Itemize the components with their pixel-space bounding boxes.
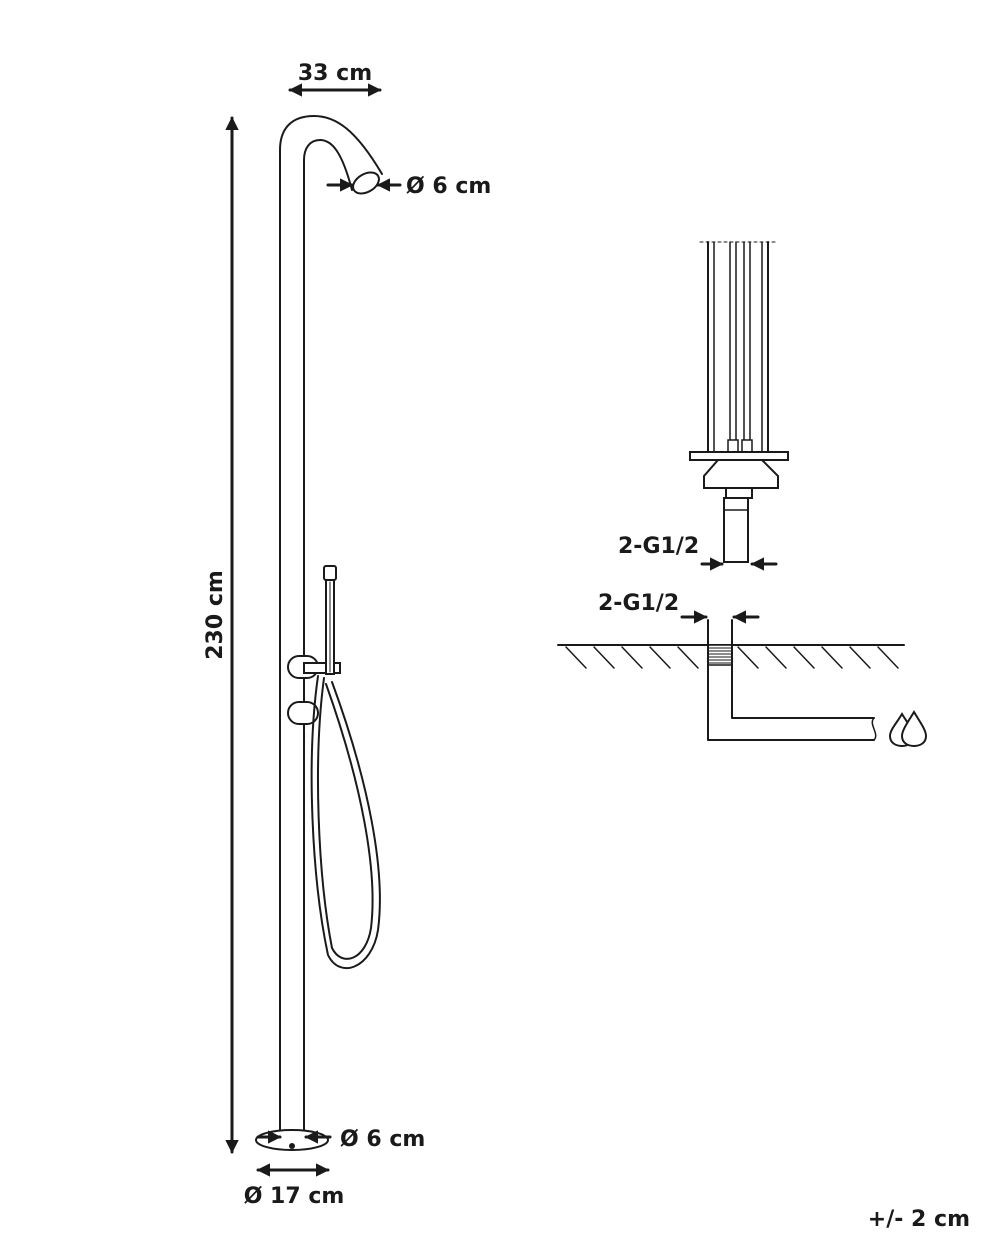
lower-knob [287,701,319,725]
pipe-diameter-label: Ø 6 cm [340,1127,425,1152]
mixer-knobs [287,655,341,725]
hose [310,675,381,970]
tolerance-label: +/- 2 cm [868,1207,970,1232]
spout-length-label: 33 cm [298,61,372,86]
upper-connection-label: 2-G1/2 [618,534,699,559]
pipe-outline [279,115,383,1141]
water-drops-icon [888,710,928,748]
hand-shower [323,565,337,675]
ground-hatching [565,646,899,669]
head-diameter-label: Ø 6 cm [406,174,491,199]
shower-head [352,171,380,195]
total-height-label: 230 cm [203,570,228,660]
hand-shower-head [323,565,337,581]
hose-connector [303,662,341,674]
base-diameter-label: Ø 17 cm [244,1184,345,1209]
lower-connection-label: 2-G1/2 [598,591,679,616]
shower-column [279,115,383,1141]
dimension-lines-left [225,83,402,1177]
dimension-lines-right [680,557,778,624]
installation-detail [689,241,789,563]
base-plate [255,1129,329,1151]
ground-section [557,619,905,741]
pipe-outline-inner [303,139,353,1141]
